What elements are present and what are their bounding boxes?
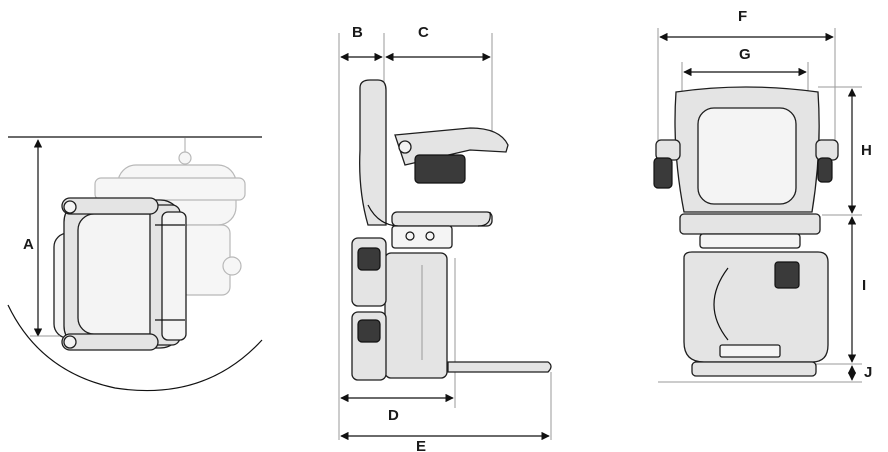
dimension-label-e: E	[416, 438, 426, 452]
dimension-label-b: B	[352, 24, 363, 41]
front-view: F G H I J	[653, 8, 872, 383]
dimension-label-i: I	[862, 277, 866, 294]
footrest-side	[447, 361, 552, 373]
armrest-left	[655, 139, 681, 161]
rail-curve	[7, 304, 263, 392]
backrest-side	[359, 79, 387, 226]
side-view: B C D E	[338, 24, 552, 452]
top-view: A	[7, 136, 263, 392]
dimension-label-d: D	[388, 407, 399, 424]
chair-top	[53, 197, 187, 351]
dimension-label-a: A	[23, 236, 34, 253]
dimension-label-f: F	[738, 8, 747, 25]
dimension-label-j: J	[864, 364, 872, 381]
seat-side	[391, 211, 493, 227]
dimension-label-c: C	[418, 24, 429, 41]
control-toggle	[414, 154, 466, 184]
seat-front	[679, 213, 821, 235]
carriage-body	[384, 252, 448, 379]
dimension-label-g: G	[739, 46, 751, 63]
armrest-right	[815, 139, 839, 161]
footrest-front	[691, 361, 817, 377]
key-switch	[774, 261, 800, 289]
dimension-label-h: H	[861, 142, 872, 159]
